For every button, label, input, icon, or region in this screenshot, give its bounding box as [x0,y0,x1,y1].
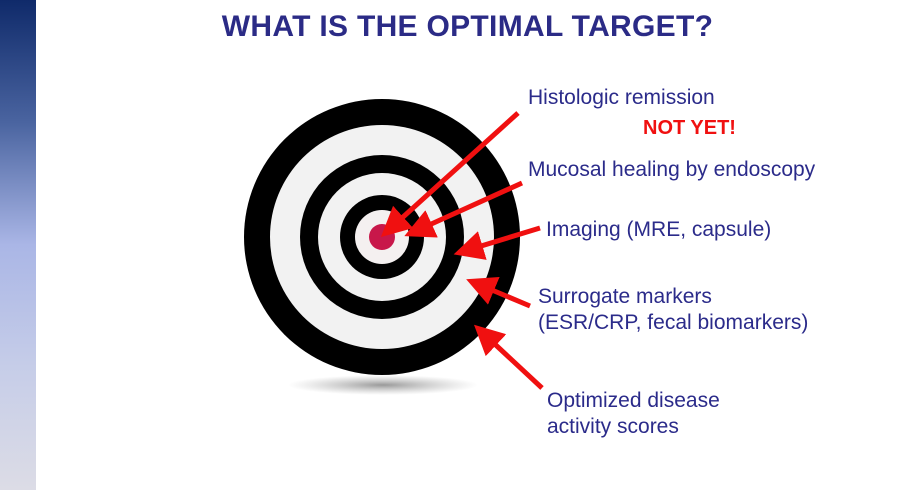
label-mucosal-healing: Mucosal healing by endoscopy [528,158,816,181]
slide-title: WHAT IS THE OPTIMAL TARGET? [221,10,714,43]
arrow-activity [474,324,544,390]
label-imaging: Imaging (MRE, capsule) [546,218,772,241]
arrow-surrogate [466,276,531,309]
not-yet-note: NOT YET! [643,117,736,139]
target-shadow [288,375,478,395]
bullseye [369,224,395,250]
label-histologic-remission: Histologic remission [528,86,715,109]
label-activity-scores-line2: activity scores [547,415,679,438]
arrow-mucosal [404,180,524,238]
arrow-imaging [453,225,541,260]
label-surrogate-markers: Surrogate markers [538,285,712,308]
label-surrogate-markers-detail: (ESR/CRP, fecal biomarkers) [538,311,809,334]
arrow-histologic [380,111,520,238]
label-activity-scores: Optimized disease [547,389,720,412]
sidebar-gradient [0,0,36,490]
